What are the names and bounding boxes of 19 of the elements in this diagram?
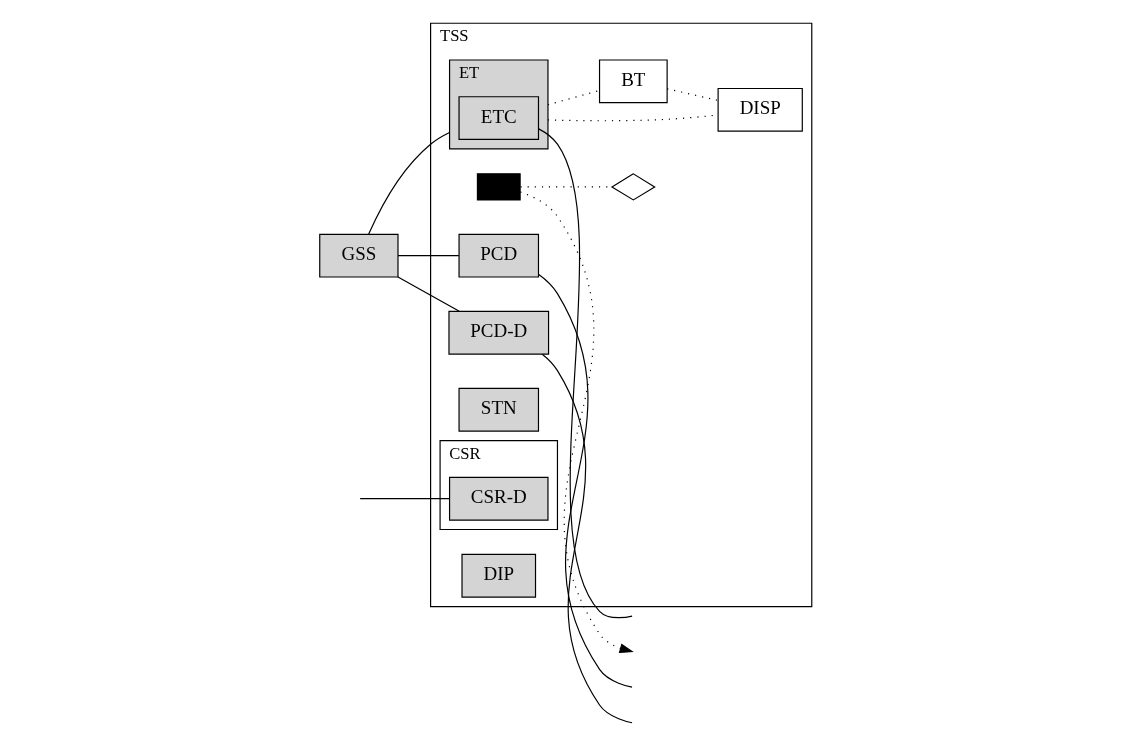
node-box: DIP: [461, 553, 537, 598]
node-box: GSS: [319, 233, 399, 278]
arrow: [519, 190, 634, 653]
connector: [368, 131, 451, 235]
node-box: ETC: [458, 95, 540, 140]
node-box: STN: [458, 387, 540, 432]
node-box: PCD: [458, 233, 540, 278]
connector: [397, 275, 460, 312]
node-box: BT: [598, 58, 668, 103]
connector: [359, 497, 450, 499]
node-box: [476, 172, 521, 201]
connector: [538, 127, 633, 618]
connector: [541, 353, 633, 723]
node-box: DISP: [717, 87, 803, 132]
connector: [538, 273, 633, 688]
node-box: PCD-D: [448, 310, 550, 355]
connector: [397, 254, 460, 256]
node-bowtie: [610, 172, 656, 201]
node-box: CSR-D: [448, 476, 549, 521]
